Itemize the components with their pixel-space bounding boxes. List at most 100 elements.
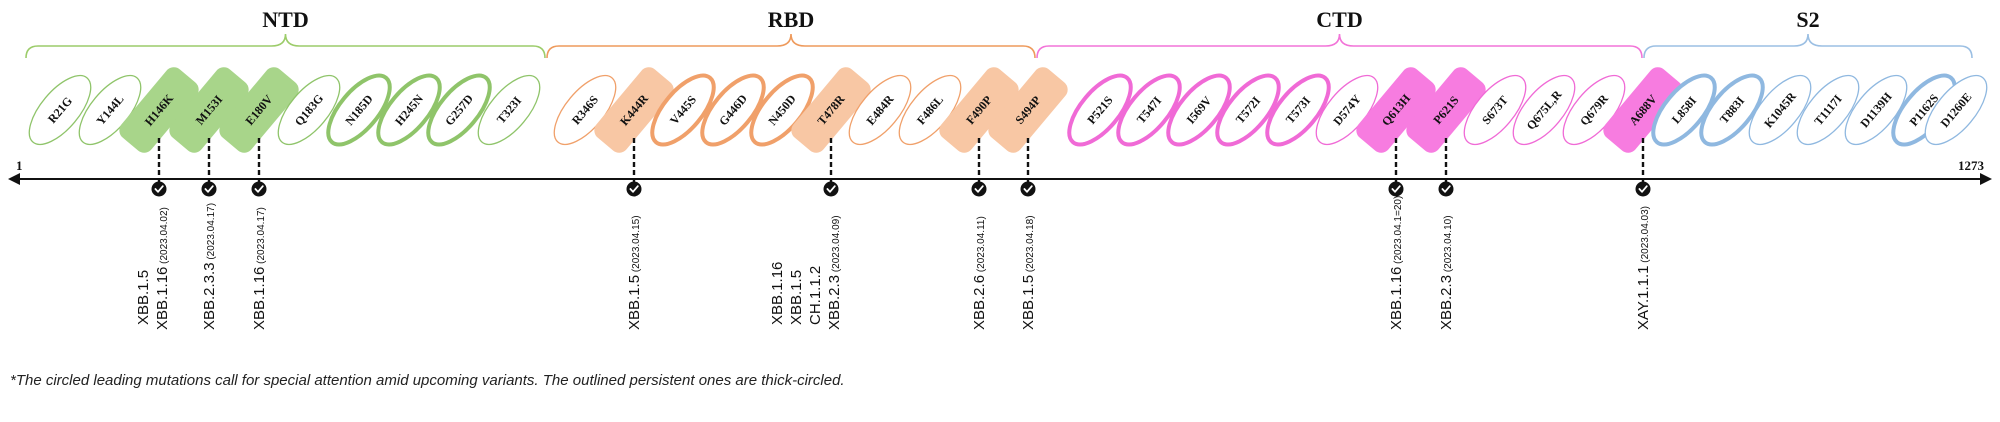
mutation-q183g: Q183G	[277, 74, 341, 146]
lineage-label: XBB.1.16 (2023.04.17)	[251, 207, 268, 330]
mutation-r21g: R21G	[28, 74, 92, 146]
lineage-label: XBB.1.5	[788, 270, 805, 325]
mutation-shape-thick	[650, 73, 716, 147]
region-brace-s2	[1643, 33, 1973, 59]
mutation-shape-thick	[700, 73, 766, 147]
axis-left-arrow	[8, 173, 20, 185]
mutation-shape-thick	[1067, 73, 1133, 147]
mutation-shape-thin	[1844, 74, 1908, 146]
mutation-shape-filled	[988, 67, 1068, 153]
mutation-e180v: E180V	[219, 67, 299, 153]
mutation-shape-thick	[1166, 73, 1232, 147]
lineage-date: (2023.04.15)	[631, 215, 642, 275]
mutation-shape-thin	[277, 74, 341, 146]
mutation-t323i: T323I	[477, 74, 541, 146]
mutation-h245n: H245N	[376, 73, 442, 147]
mutation-e484r: E484R	[848, 74, 912, 146]
mutation-shape-thick	[376, 73, 442, 147]
region-brace-ntd	[25, 33, 546, 59]
check-mark-icon	[826, 185, 836, 193]
region-brace-rbd	[546, 33, 1036, 59]
check-circle-icon	[971, 181, 987, 197]
lineage-label: XBB.1.16 (2023.04.02)	[154, 207, 171, 330]
lineage-label: XBB.2.3 (2023.04.09)	[826, 215, 843, 330]
mutation-s494p: S494P	[988, 67, 1068, 153]
mutation-shape-thin	[1748, 74, 1812, 146]
mutation-t572i: T572I	[1215, 73, 1281, 147]
mutation-t547i: T547I	[1116, 73, 1182, 147]
mutation-shape-thin	[848, 74, 912, 146]
check-circle-icon	[1438, 181, 1454, 197]
check-circle-icon	[201, 181, 217, 197]
lineage-label: XBB.1.16	[769, 262, 786, 325]
mutation-t883i: T883I	[1699, 73, 1765, 147]
check-circle-icon	[151, 181, 167, 197]
check-circle-icon	[251, 181, 267, 197]
lineage-label: XAY.1.1.1 (2023.04.03)	[1635, 206, 1652, 330]
check-mark-icon	[254, 185, 264, 193]
mutation-k1045r: K1045R	[1748, 74, 1812, 146]
lineage-label: XBB.1.5	[135, 270, 152, 325]
check-mark-icon	[1638, 185, 1648, 193]
region-brace-ctd	[1036, 33, 1643, 59]
mutation-shape-filled	[1406, 67, 1486, 153]
mutation-shape-thin	[1924, 74, 1988, 146]
lineage-date: (2023.04.11)	[976, 216, 987, 275]
check-mark-icon	[1023, 185, 1033, 193]
lineage-label: XBB.2.3 (2023.04.10)	[1438, 215, 1455, 330]
mutation-q613h: Q613H	[1356, 67, 1436, 153]
lineage-date: (2023.04.03)	[1640, 206, 1651, 266]
lineage-date: (2023.04.10)	[1443, 215, 1454, 275]
lineage-label: XBB.1.5 (2023.04.15)	[626, 215, 643, 330]
mutation-m153i: M153I	[169, 67, 249, 153]
mutation-p621s: P621S	[1406, 67, 1486, 153]
mutation-k444r: K444R	[594, 67, 674, 153]
mutation-shape-thick	[426, 73, 492, 147]
region-label-ctd: CTD	[1316, 7, 1362, 32]
mutation-i569v: I569V	[1166, 73, 1232, 147]
check-circle-icon	[1020, 181, 1036, 197]
check-mark-icon	[974, 185, 984, 193]
check-mark-icon	[1391, 185, 1401, 193]
check-circle-icon	[823, 181, 839, 197]
lineage-date: (2023.04.09)	[831, 215, 842, 275]
mutation-f486l: F486L	[898, 74, 962, 146]
mutation-v445s: V445S	[650, 73, 716, 147]
lineage-date: (2023.04.02)	[159, 207, 170, 267]
axis-start-label: 1	[16, 158, 23, 173]
lineage-label: XBB.1.5 (2023.04.18)	[1020, 215, 1037, 330]
lineage-label: XBB.1.16 (2023.04.1=20)	[1388, 196, 1405, 330]
mutation-g446d: G446D	[700, 73, 766, 147]
check-circle-icon	[1388, 181, 1404, 197]
lineage-label: XBB.2.6 (2023.04.11)	[971, 216, 988, 330]
axis-right-arrow	[1980, 173, 1992, 185]
lineage-date: (2023.04.1=20)	[1393, 196, 1404, 267]
mutation-y144l: Y144L	[78, 74, 142, 146]
mutation-shape-thick	[1651, 73, 1717, 147]
mutation-t478r: T478R	[791, 67, 871, 153]
mutation-shape-thin	[1463, 74, 1527, 146]
axis-end-label: 1273	[1958, 158, 1985, 173]
mutation-shape-thin	[1512, 74, 1576, 146]
mutation-shape-filled	[594, 67, 674, 153]
check-circle-icon	[1635, 181, 1651, 197]
mutation-shape-thick	[1116, 73, 1182, 147]
lineage-label: CH.1.1.2	[807, 266, 824, 325]
mutation-shape-thick	[1699, 73, 1765, 147]
mutation-d1139h: D1139H	[1844, 74, 1908, 146]
lineage-label: XBB.2.3.3 (2023.04.17)	[201, 203, 218, 330]
mutation-shape-filled	[791, 67, 871, 153]
region-label-ntd: NTD	[262, 7, 308, 32]
region-label-rbd: RBD	[768, 7, 814, 32]
mutation-g257d: G257D	[426, 73, 492, 147]
mutation-s673t: S673T	[1463, 74, 1527, 146]
lineage-date: (2023.04.17)	[256, 207, 267, 267]
mutation-p521s: P521S	[1067, 73, 1133, 147]
mutation-shape-thin	[477, 74, 541, 146]
check-mark-icon	[204, 185, 214, 193]
mutation-d1260e: D1260E	[1924, 74, 1988, 146]
mutation-r346s: R346S	[553, 74, 617, 146]
check-circle-icon	[626, 181, 642, 197]
lineage-date: (2023.04.18)	[1025, 215, 1036, 275]
